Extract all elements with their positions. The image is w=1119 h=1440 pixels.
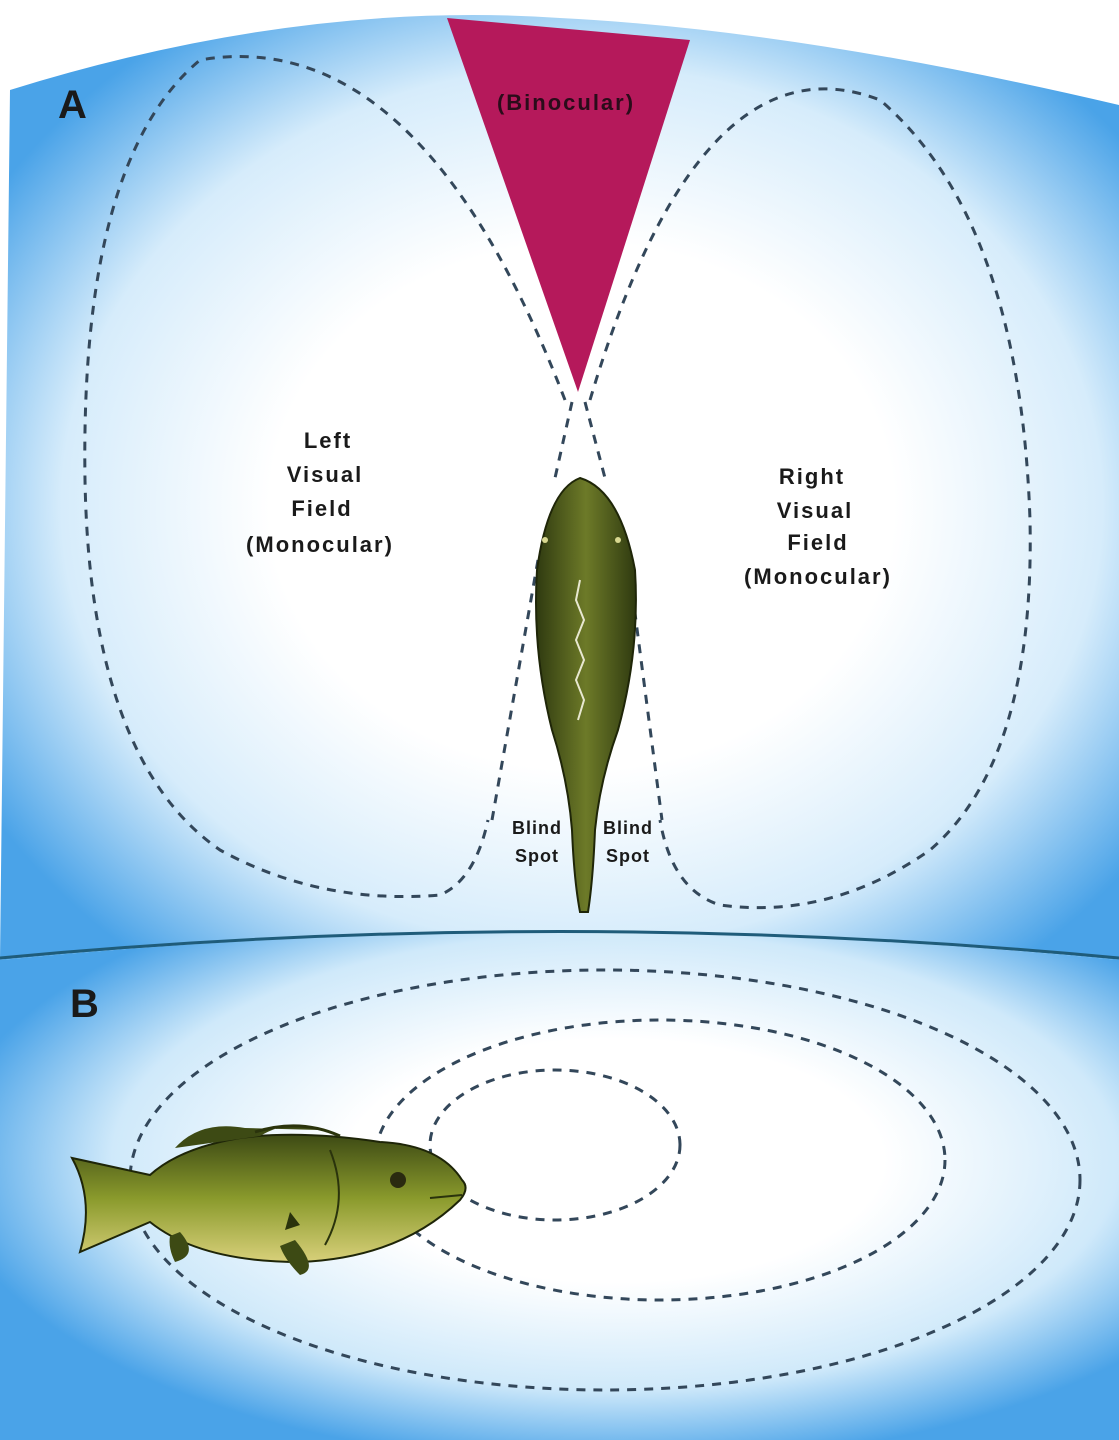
svg-text:Right: Right bbox=[779, 464, 845, 489]
svg-text:(Monocular): (Monocular) bbox=[744, 564, 892, 589]
svg-text:Visual: Visual bbox=[287, 462, 363, 487]
svg-text:Field: Field bbox=[291, 496, 352, 521]
svg-text:Visual: Visual bbox=[777, 498, 853, 523]
svg-text:(Monocular): (Monocular) bbox=[246, 532, 394, 557]
svg-text:Spot: Spot bbox=[515, 846, 559, 866]
svg-text:Spot: Spot bbox=[606, 846, 650, 866]
panel-a-letter: A bbox=[58, 83, 87, 127]
svg-text:Blind: Blind bbox=[603, 818, 653, 838]
svg-text:Blind: Blind bbox=[512, 818, 562, 838]
svg-text:Field: Field bbox=[787, 530, 848, 555]
panel-b-letter: B bbox=[70, 982, 99, 1026]
binocular-label: (Binocular) bbox=[497, 90, 635, 115]
svg-text:Left: Left bbox=[304, 428, 352, 453]
